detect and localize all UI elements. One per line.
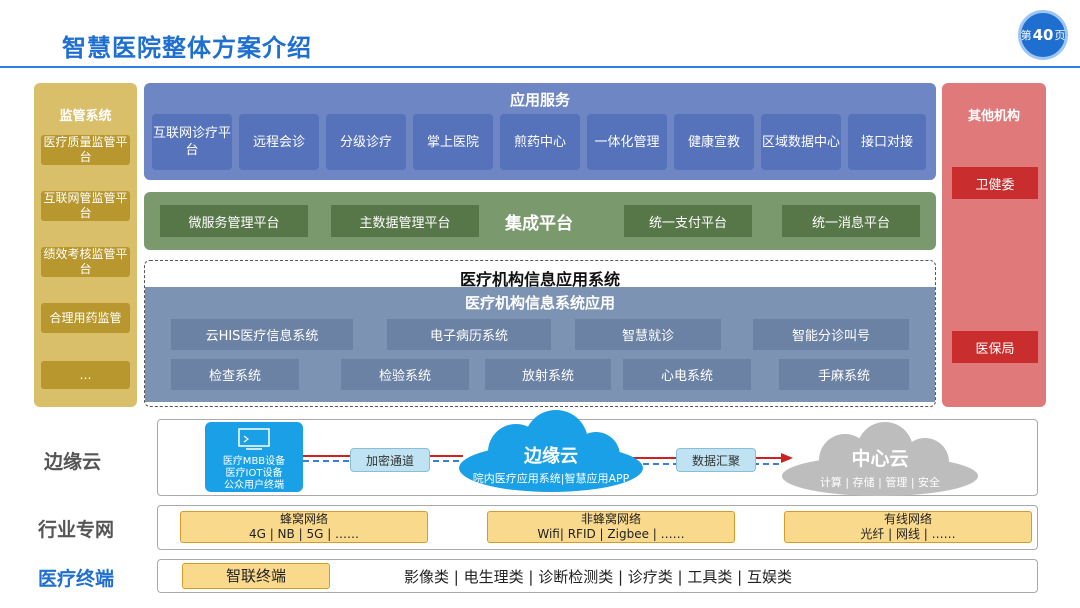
system-item: 智慧就诊 — [575, 319, 721, 350]
system-item: 电子病历系统 — [387, 319, 551, 350]
terminal-row: 智联终端 影像类 | 电生理类 | 诊断检测类 | 诊疗类 | 工具类 | 互娱… — [157, 559, 1038, 593]
terminal-row-label: 医疗终端 — [38, 568, 115, 590]
title-underline — [0, 66, 1080, 68]
supervision-item: … — [41, 361, 130, 389]
network-detail: Wifi| RFID | Zigbee | …… — [537, 527, 685, 541]
supervision-title: 监管系统 — [59, 109, 112, 124]
page-number: 40 — [1032, 26, 1054, 44]
network-item: 蜂窝网络 4G | NB | 5G | …… — [180, 511, 428, 543]
system-item: 云HIS医疗信息系统 — [171, 319, 353, 350]
system-item: 智能分诊叫号 — [753, 319, 909, 350]
device-line: 公众用户终端 — [224, 480, 284, 491]
network-item: 有线网络 光纤 | 网线 | …… — [784, 511, 1032, 543]
center-cloud-icon — [782, 422, 978, 496]
integration-item: 统一支付平台 — [624, 205, 752, 237]
other-institutions-title: 其他机构 — [967, 109, 1020, 124]
app-service-item: 区域数据中心 — [761, 114, 841, 170]
network-title: 有线网络 — [883, 512, 932, 526]
app-service-title: 应用服务 — [509, 91, 570, 109]
app-service-item: 一体化管理 — [587, 114, 667, 170]
network-detail: 4G | NB | 5G | …… — [248, 527, 360, 541]
system-item: 手麻系统 — [779, 359, 909, 390]
app-service-item: 分级诊疗 — [326, 114, 406, 170]
app-service-item: 远程会诊 — [239, 114, 319, 170]
medical-info-system-area: 医疗机构信息应用系统 医疗机构信息系统应用 云HIS医疗信息系统 电子病历系统 … — [144, 260, 936, 407]
medical-info-inner-band: 医疗机构信息系统应用 云HIS医疗信息系统 电子病历系统 智慧就诊 智能分诊叫号… — [145, 287, 935, 402]
device-line: 医疗MBB设备 — [222, 456, 286, 467]
edge-cloud-title: 边缘云 — [524, 446, 578, 467]
integration-item: 微服务管理平台 — [160, 205, 308, 237]
network-title: 非蜂窝网络 — [580, 512, 641, 526]
supervision-item: 绩效考核监管平台 — [41, 247, 130, 277]
edge-cloud-row: 医疗MBB设备 医疗IOT设备 公众用户终端 加密通道 数据汇聚 边缘云 院内医… — [157, 410, 1038, 496]
system-item: 检验系统 — [341, 359, 469, 390]
system-item: 放射系统 — [485, 359, 611, 390]
app-service-item: 健康宣教 — [674, 114, 754, 170]
encrypted-channel-pill: 加密通道 — [350, 448, 430, 472]
edge-cloud-icon — [459, 410, 643, 492]
network-item: 非蜂窝网络 Wifi| RFID | Zigbee | …… — [487, 511, 735, 543]
page-title: 智慧医院整体方案介绍 — [62, 34, 312, 62]
terminal-types: 影像类 | 电生理类 | 诊断检测类 | 诊疗类 | 工具类 | 互娱类 — [404, 568, 792, 586]
medical-info-inner-title: 医疗机构信息系统应用 — [464, 294, 615, 312]
integration-title: 集成平台 — [505, 214, 573, 234]
app-service-band: 应用服务 互联网诊疗平台 远程会诊 分级诊疗 掌上医院 煎药中心 一体化管理 健… — [144, 83, 936, 180]
monitor-icon — [238, 428, 270, 450]
smart-terminal-box: 智联终端 — [182, 563, 330, 589]
edge-cloud-row-label: 边缘云 — [44, 451, 102, 473]
center-cloud-title: 中心云 — [851, 448, 909, 470]
industry-net-row: 蜂窝网络 4G | NB | 5G | …… 非蜂窝网络 Wifi| RFID … — [157, 505, 1038, 550]
page-prefix: 第 — [1020, 29, 1032, 42]
center-cloud-subtitle: 计算 | 存储 | 管理 | 安全 — [819, 476, 941, 489]
app-service-item: 互联网诊疗平台 — [152, 114, 232, 170]
supervision-item: 医疗质量监管平台 — [41, 135, 130, 165]
network-title: 蜂窝网络 — [279, 512, 328, 526]
system-item: 心电系统 — [623, 359, 751, 390]
device-box: 医疗MBB设备 医疗IOT设备 公众用户终端 — [205, 422, 303, 492]
integration-item: 主数据管理平台 — [331, 205, 479, 237]
other-institutions-panel: 其他机构 卫健委 医保局 — [942, 83, 1046, 407]
institution-item: 医保局 — [952, 331, 1038, 363]
device-line: 医疗IOT设备 — [225, 468, 283, 479]
medical-info-outer-title: 医疗机构信息应用系统 — [459, 270, 620, 289]
integration-item: 统一消息平台 — [782, 205, 920, 237]
app-service-item: 煎药中心 — [500, 114, 580, 170]
app-service-item: 接口对接 — [848, 114, 926, 170]
supervision-item: 互联网管监管平台 — [41, 191, 130, 221]
app-service-item: 掌上医院 — [413, 114, 493, 170]
data-gather-pill: 数据汇聚 — [676, 448, 756, 472]
network-detail: 光纤 | 网线 | …… — [860, 527, 956, 541]
industry-net-row-label: 行业专网 — [38, 519, 115, 541]
supervision-item: 合理用药监管 — [41, 303, 130, 333]
integration-band: 微服务管理平台 主数据管理平台 集成平台 统一支付平台 统一消息平台 — [144, 192, 936, 250]
page-suffix: 页 — [1054, 29, 1066, 42]
institution-item: 卫健委 — [952, 167, 1038, 199]
edge-cloud-subtitle: 院内医疗应用系统|智慧应用APP — [472, 472, 630, 485]
system-item: 检查系统 — [171, 359, 299, 390]
supervision-panel: 监管系统 医疗质量监管平台 互联网管监管平台 绩效考核监管平台 合理用药监管 … — [34, 83, 137, 407]
